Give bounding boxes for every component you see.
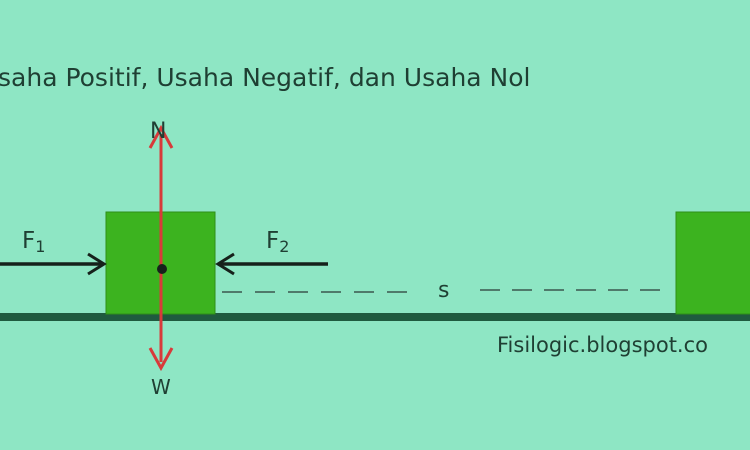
label-force1-sub: 1 (35, 237, 45, 256)
watermark-text: Fisilogic.blogspot.co (497, 333, 708, 357)
label-force2: F2 (266, 228, 289, 256)
label-force2-base: F (266, 228, 279, 254)
ground-line (0, 313, 750, 321)
label-force2-sub: 2 (279, 237, 289, 256)
label-displacement: s (438, 278, 449, 303)
label-force1-base: F (22, 228, 35, 254)
weight-arrow (148, 270, 174, 372)
block-final (675, 211, 750, 315)
label-normal-force: N (150, 119, 166, 144)
normal-force-arrow (148, 124, 174, 266)
diagram-title: saha Positif, Usaha Negatif, dan Usaha N… (0, 63, 531, 92)
label-weight: W (151, 375, 171, 399)
force-f1-arrow (0, 252, 107, 276)
label-force1: F1 (22, 228, 45, 256)
force-f2-arrow (215, 252, 328, 276)
center-of-mass-dot (157, 264, 167, 274)
